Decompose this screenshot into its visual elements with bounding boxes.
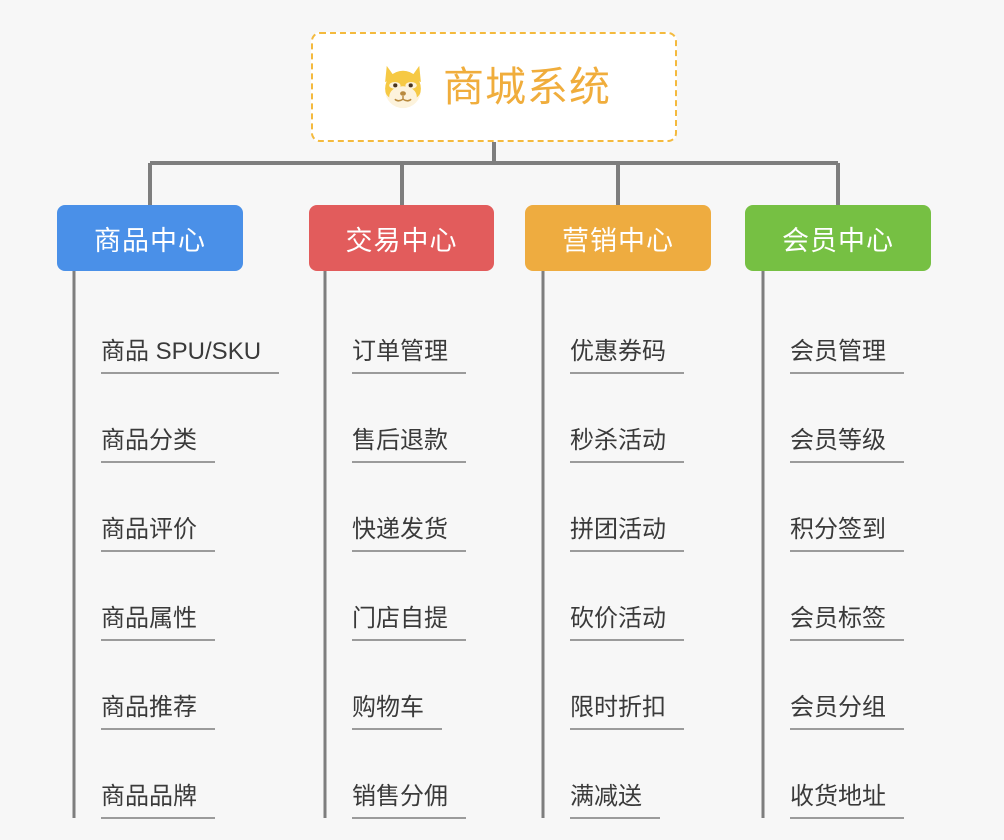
leaf-item[interactable]: 收货地址 — [763, 730, 904, 819]
leaf-item-label: 会员标签 — [790, 605, 904, 641]
leaf-item[interactable]: 拼团活动 — [543, 463, 684, 552]
leaf-item-label: 会员分组 — [790, 694, 904, 730]
leaf-item-label: 商品评价 — [101, 516, 215, 552]
leaf-item-label: 会员等级 — [790, 427, 904, 463]
branch-header-label: 交易中心 — [345, 225, 458, 256]
leaf-item-label: 会员管理 — [790, 338, 904, 374]
leaf-item-label: 拼团活动 — [570, 516, 684, 552]
branch-header-label: 商品中心 — [94, 225, 206, 256]
leaf-item-label: 秒杀活动 — [570, 427, 684, 463]
leaf-item-label: 商品品牌 — [101, 783, 215, 819]
branch-header-label: 会员中心 — [782, 225, 894, 256]
leaf-item-label: 商品属性 — [101, 605, 215, 641]
leaf-item-label: 优惠券码 — [570, 338, 684, 374]
branch-header-product[interactable]: 商品中心 — [57, 205, 243, 271]
root-node[interactable]: 商城系统 — [311, 32, 677, 142]
leaf-item-label: 购物车 — [352, 694, 442, 730]
leaf-item[interactable]: 快递发货 — [325, 463, 466, 552]
leaf-item[interactable]: 门店自提 — [325, 552, 466, 641]
leaf-item[interactable]: 砍价活动 — [543, 552, 684, 641]
leaf-item-label: 门店自提 — [352, 605, 466, 641]
leaf-column-member: 会员管理 会员等级 积分签到 会员标签 会员分组 收货地址 — [763, 285, 904, 819]
leaf-column-trade: 订单管理 售后退款 快递发货 门店自提 购物车 销售分佣 — [325, 285, 466, 819]
leaf-item-label: 快递发货 — [352, 516, 466, 552]
leaf-item[interactable]: 优惠券码 — [543, 285, 684, 374]
leaf-item-label: 限时折扣 — [570, 694, 684, 730]
leaf-item[interactable]: 满减送 — [543, 730, 684, 819]
leaf-item[interactable]: 商品推荐 — [74, 641, 279, 730]
leaf-item[interactable]: 销售分佣 — [325, 730, 466, 819]
branch-header-label: 营销中心 — [562, 225, 674, 256]
leaf-item[interactable]: 商品分类 — [74, 374, 279, 463]
leaf-item-label: 商品 SPU/SKU — [101, 338, 280, 374]
leaf-item[interactable]: 秒杀活动 — [543, 374, 684, 463]
leaf-item[interactable]: 售后退款 — [325, 374, 466, 463]
leaf-item[interactable]: 订单管理 — [325, 285, 466, 374]
leaf-item[interactable]: 商品属性 — [74, 552, 279, 641]
leaf-item-label: 商品推荐 — [101, 694, 215, 730]
shiba-dog-face-icon — [385, 65, 421, 109]
leaf-item[interactable]: 会员管理 — [763, 285, 904, 374]
leaf-item[interactable]: 会员标签 — [763, 552, 904, 641]
leaf-item-label: 收货地址 — [790, 783, 904, 819]
leaf-item[interactable]: 会员分组 — [763, 641, 904, 730]
leaf-item[interactable]: 商品评价 — [74, 463, 279, 552]
leaf-column-marketing: 优惠券码 秒杀活动 拼团活动 砍价活动 限时折扣 满减送 — [543, 285, 684, 819]
root-node-label: 商城系统 — [443, 63, 611, 110]
leaf-item-label: 销售分佣 — [352, 783, 466, 819]
leaf-item[interactable]: 商品 SPU/SKU — [74, 285, 280, 374]
leaf-item-label: 售后退款 — [352, 427, 466, 463]
branch-header-marketing[interactable]: 营销中心 — [525, 205, 711, 271]
leaf-item[interactable]: 商品品牌 — [74, 730, 279, 819]
leaf-item-label: 砍价活动 — [570, 605, 684, 641]
leaf-item-label: 订单管理 — [352, 338, 466, 374]
leaf-item-label: 满减送 — [570, 783, 660, 819]
leaf-item-label: 积分签到 — [790, 516, 904, 552]
leaf-item[interactable]: 限时折扣 — [543, 641, 684, 730]
branch-header-member[interactable]: 会员中心 — [745, 205, 931, 271]
leaf-column-product: 商品 SPU/SKU 商品分类 商品评价 商品属性 商品推荐 商品品牌 — [74, 285, 280, 819]
leaf-item[interactable]: 会员等级 — [763, 374, 904, 463]
leaf-item-label: 商品分类 — [101, 427, 215, 463]
branch-header-trade[interactable]: 交易中心 — [309, 205, 494, 271]
leaf-item[interactable]: 积分签到 — [763, 463, 904, 552]
leaf-item[interactable]: 购物车 — [325, 641, 466, 730]
